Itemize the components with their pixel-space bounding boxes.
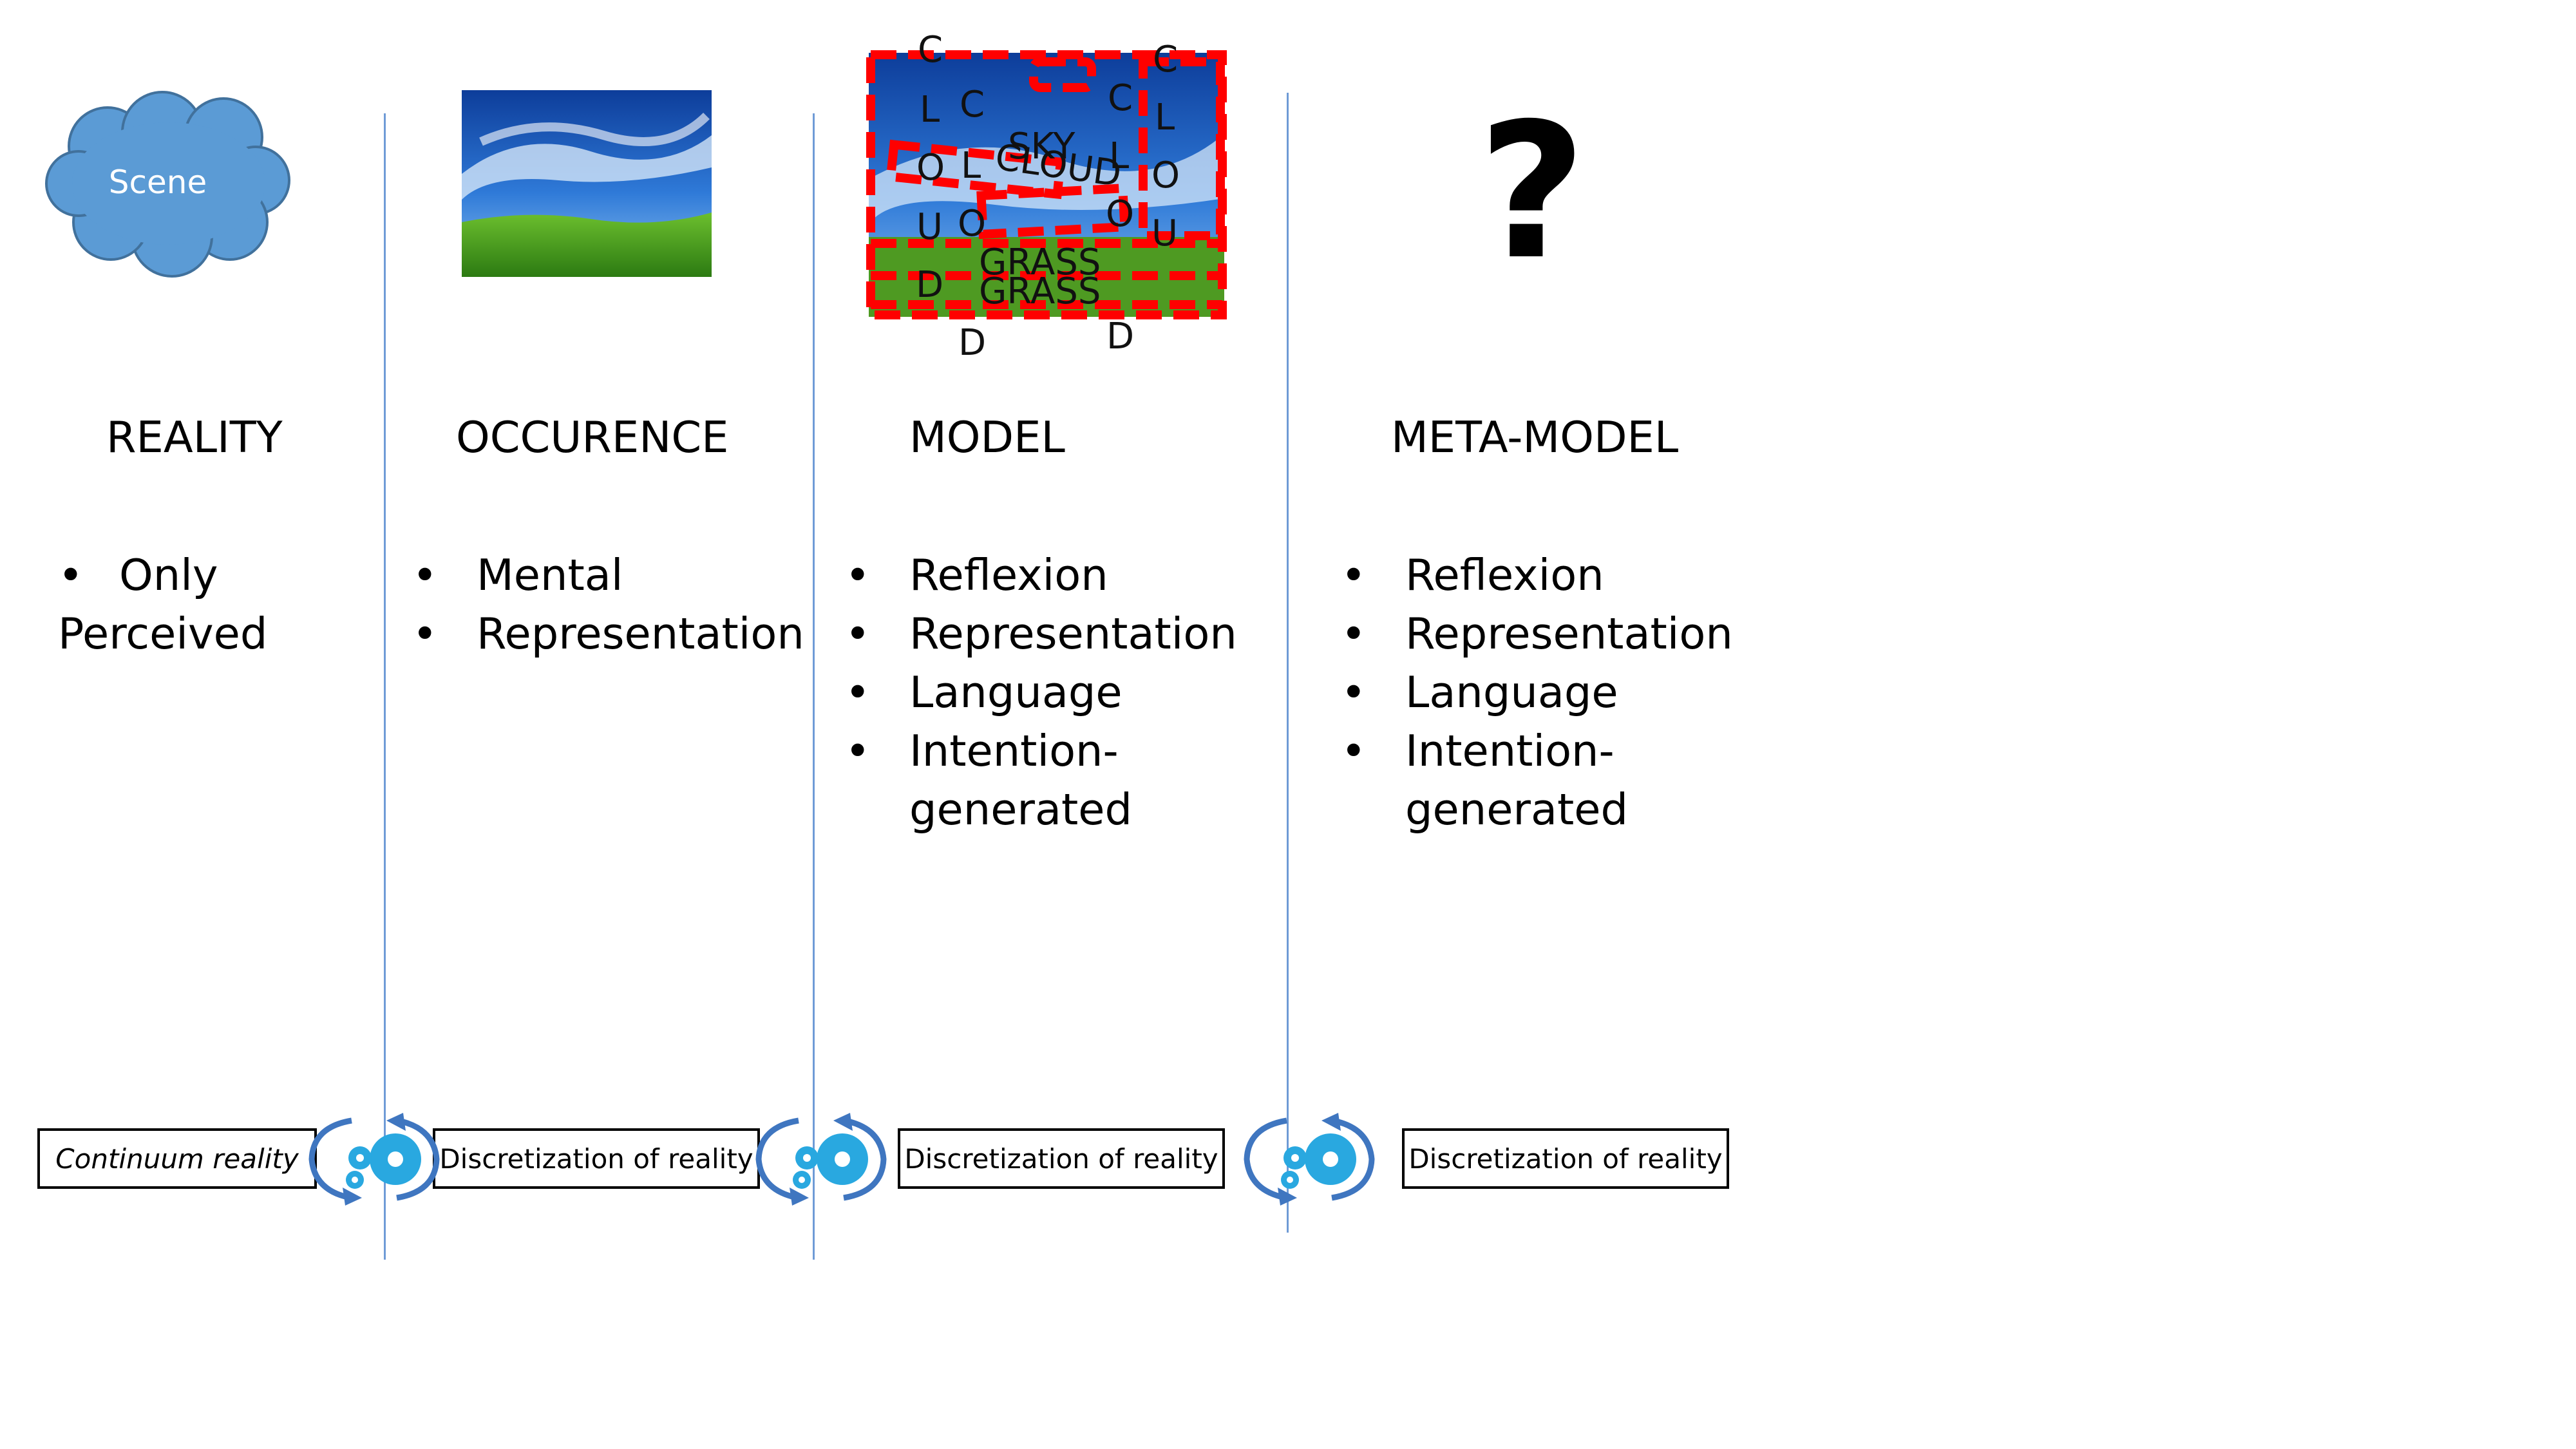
heading-model: MODEL (909, 412, 1065, 462)
column-divider-2 (813, 113, 815, 1260)
bullet-item: Language (845, 663, 1141, 722)
occurence-bullets: Mental Representation (412, 546, 804, 663)
cloud-letter-d: D (958, 322, 987, 364)
heading-occurence: OCCURENCE (456, 412, 729, 462)
meta-model-bullets: Reflexion Representation Language Intent… (1341, 546, 1733, 839)
bullet-text: Only Perceived (58, 550, 268, 659)
cloud-letter-d: D (916, 264, 944, 306)
scene-cloud: Scene (45, 91, 290, 278)
grass-label: GRASS (979, 270, 1101, 312)
process-box-discretization-3: Discretization of reality (1402, 1128, 1729, 1189)
cloud-letter-c: C (1108, 77, 1133, 119)
cloud-letter-o: O (916, 147, 945, 189)
column-divider-1 (384, 113, 386, 1260)
process-box-discretization-2: Discretization of reality (898, 1128, 1225, 1189)
cloud-letter-c: C (1153, 39, 1179, 80)
question-mark: ? (1478, 84, 1587, 301)
process-box-continuum: Continuum reality (37, 1128, 317, 1189)
model-bullets: Reflexion Representation Language Intent… (845, 546, 1237, 839)
bullet-item: Reflexion (845, 546, 1141, 605)
cloud-letter-u: U (1151, 213, 1178, 254)
bullet-dot: • (58, 550, 84, 600)
bullet-item: Language (1341, 663, 1637, 722)
heading-reality: REALITY (106, 412, 283, 462)
reality-bullets: •Only Perceived (58, 546, 328, 663)
cloud-letter-c: C (918, 29, 943, 71)
cloud-letter-o: O (958, 203, 987, 245)
bullet-item: Mental (412, 546, 799, 605)
bullet-item: Intention-generated (845, 722, 1141, 839)
process-box-discretization-1: Discretization of reality (433, 1128, 760, 1189)
column-divider-3 (1287, 93, 1289, 1233)
grass-label: GRASS (979, 242, 1101, 283)
cloud-letter-l: L (1155, 97, 1175, 138)
landscape-photo (462, 90, 712, 277)
cloud-letter-d: D (1106, 316, 1135, 357)
segmented-landscape-photo (866, 50, 1227, 319)
cloud-letter-o: O (1151, 155, 1180, 196)
cloud-letter-c: C (960, 84, 985, 126)
cloud-letter-l: L (920, 89, 940, 131)
cloud-letter-u: U (916, 206, 943, 248)
scene-label: Scene (109, 164, 207, 201)
bullet-item: Representation (412, 605, 804, 663)
cloud-letter-o: O (1106, 193, 1135, 235)
gear-cycle-icon (1244, 1113, 1375, 1206)
bullet-item: Intention-generated (1341, 722, 1637, 839)
bullet-item: Reflexion (1341, 546, 1637, 605)
gear-cycle-icon (755, 1113, 887, 1206)
gear-cycle-icon (308, 1113, 440, 1206)
bullet-item: Representation (1341, 605, 1733, 663)
sky-label: SKY (1008, 126, 1075, 167)
heading-meta-model: META-MODEL (1391, 412, 1679, 462)
cloud-letter-l: L (1109, 135, 1130, 177)
bullet-item: Representation (845, 605, 1237, 663)
cloud-letter-l: L (961, 145, 981, 187)
